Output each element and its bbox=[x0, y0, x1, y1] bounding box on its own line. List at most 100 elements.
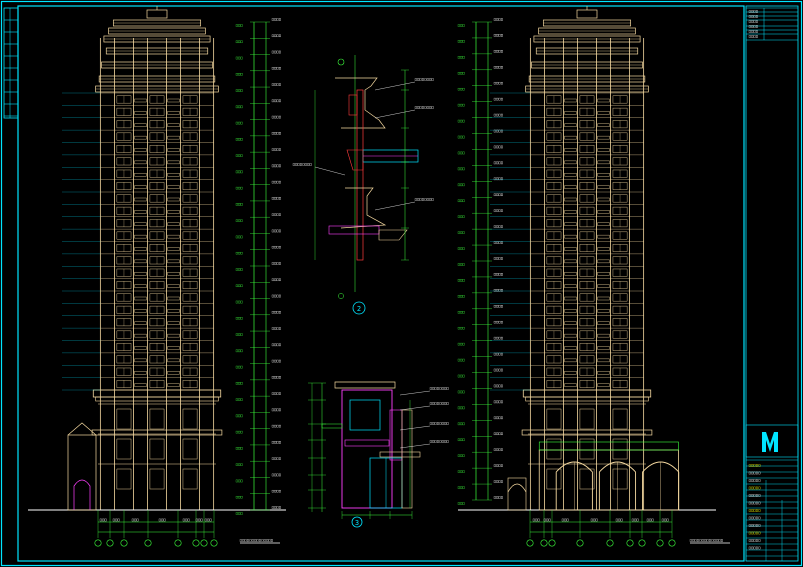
balcony bbox=[134, 383, 147, 387]
balcony bbox=[134, 358, 147, 363]
elevation-level-text bbox=[271, 262, 274, 265]
title-block-text bbox=[751, 494, 754, 497]
title-block-text bbox=[756, 531, 758, 535]
dimension-text bbox=[457, 438, 460, 442]
elevation-level-text bbox=[271, 489, 274, 493]
parapet-wall bbox=[341, 389, 393, 509]
elevation-level-text bbox=[274, 115, 277, 119]
elevation-level-text bbox=[501, 97, 503, 101]
balcony bbox=[167, 185, 180, 189]
elevation-level-text bbox=[496, 384, 499, 388]
leader-note bbox=[426, 198, 429, 201]
base-window bbox=[546, 408, 562, 430]
drawing-title bbox=[711, 539, 714, 542]
drawing-title bbox=[716, 539, 719, 542]
balcony bbox=[167, 98, 180, 103]
title-block-text bbox=[758, 486, 761, 490]
dimension-text bbox=[195, 518, 198, 522]
balcony bbox=[167, 111, 180, 115]
leader-line bbox=[399, 390, 431, 396]
dimension-text bbox=[457, 326, 460, 330]
elevation-level-text bbox=[493, 448, 496, 451]
dimension-text bbox=[238, 121, 241, 125]
elevation-level-text bbox=[496, 496, 499, 499]
title-block-text bbox=[751, 25, 754, 28]
dimension-text bbox=[462, 263, 465, 266]
balcony bbox=[134, 309, 147, 313]
drawing-title bbox=[254, 539, 257, 542]
dimension-text bbox=[235, 463, 238, 466]
drawing-title bbox=[704, 539, 707, 542]
elevation-level-text bbox=[279, 83, 281, 86]
elevation-level-text bbox=[493, 273, 496, 276]
elevation-level-text bbox=[501, 34, 503, 37]
dimension-text bbox=[666, 518, 669, 522]
elevation-level-text bbox=[274, 506, 277, 509]
elevation-level-text bbox=[493, 113, 496, 117]
dimension-text bbox=[235, 268, 238, 271]
dimension-text bbox=[462, 295, 465, 298]
elevation-level-text bbox=[279, 294, 281, 298]
dimension-text bbox=[457, 454, 460, 457]
axis-bubble bbox=[192, 539, 200, 547]
elevation-level-text bbox=[498, 273, 501, 276]
title-block-text bbox=[753, 509, 756, 512]
dimension-text bbox=[462, 151, 465, 155]
elevation-level-text bbox=[493, 81, 496, 85]
title-block-text bbox=[758, 524, 761, 527]
dimension-text bbox=[631, 518, 634, 522]
dimension-text bbox=[543, 518, 546, 522]
elevation-level-text bbox=[496, 97, 499, 101]
dimension-text bbox=[532, 518, 535, 522]
dimension-text bbox=[240, 24, 243, 27]
axis-bubble bbox=[656, 539, 664, 547]
balcony bbox=[564, 185, 577, 189]
dimension-text bbox=[460, 438, 463, 442]
elevation-level-text bbox=[279, 408, 281, 412]
title-block-text bbox=[758, 464, 761, 467]
dimension-text bbox=[457, 502, 460, 505]
title-block-text bbox=[753, 539, 756, 542]
leader-line bbox=[314, 166, 346, 176]
elevation-level-text bbox=[271, 245, 274, 249]
drawing-title bbox=[692, 539, 695, 542]
elevation-level-text bbox=[274, 408, 277, 412]
leader-note bbox=[414, 198, 417, 201]
elevation-level-text bbox=[496, 448, 499, 451]
balcony bbox=[597, 333, 610, 338]
elevation-level-text bbox=[498, 320, 501, 324]
dimension-text bbox=[460, 390, 463, 394]
elevation-level-text bbox=[279, 327, 281, 330]
dimension-text bbox=[460, 199, 463, 203]
title-block-text bbox=[753, 501, 756, 505]
logo-icon-mark bbox=[762, 432, 778, 452]
elevation-level-text bbox=[274, 343, 277, 347]
elevation-level-text bbox=[276, 34, 279, 38]
parapet-panel bbox=[349, 399, 381, 431]
dimension-text bbox=[462, 342, 465, 346]
dimension-text bbox=[235, 300, 238, 304]
title-block-text bbox=[756, 539, 758, 542]
dimension-text bbox=[561, 518, 564, 522]
balcony bbox=[167, 234, 180, 239]
dimension-text bbox=[457, 470, 460, 473]
dimension-text bbox=[238, 24, 241, 27]
balcony bbox=[167, 135, 180, 140]
dimension-text bbox=[457, 247, 460, 250]
elevation-level-text bbox=[271, 457, 274, 460]
title-block-text bbox=[751, 501, 754, 505]
elevation-level-text bbox=[496, 320, 499, 324]
dimension-text bbox=[566, 518, 569, 522]
balcony bbox=[564, 123, 577, 127]
title-block-text bbox=[748, 10, 751, 13]
title-block-text bbox=[753, 15, 756, 18]
dimension-text bbox=[462, 326, 465, 330]
title-block-text bbox=[753, 35, 756, 38]
elevation-level-text bbox=[276, 343, 279, 347]
balcony bbox=[134, 234, 147, 239]
elevation-level-text bbox=[496, 305, 499, 308]
elevation-level-text bbox=[271, 506, 274, 509]
side-pavilion-roof bbox=[67, 422, 97, 436]
elevation-level-text bbox=[274, 457, 277, 460]
dimension-text bbox=[163, 518, 166, 522]
